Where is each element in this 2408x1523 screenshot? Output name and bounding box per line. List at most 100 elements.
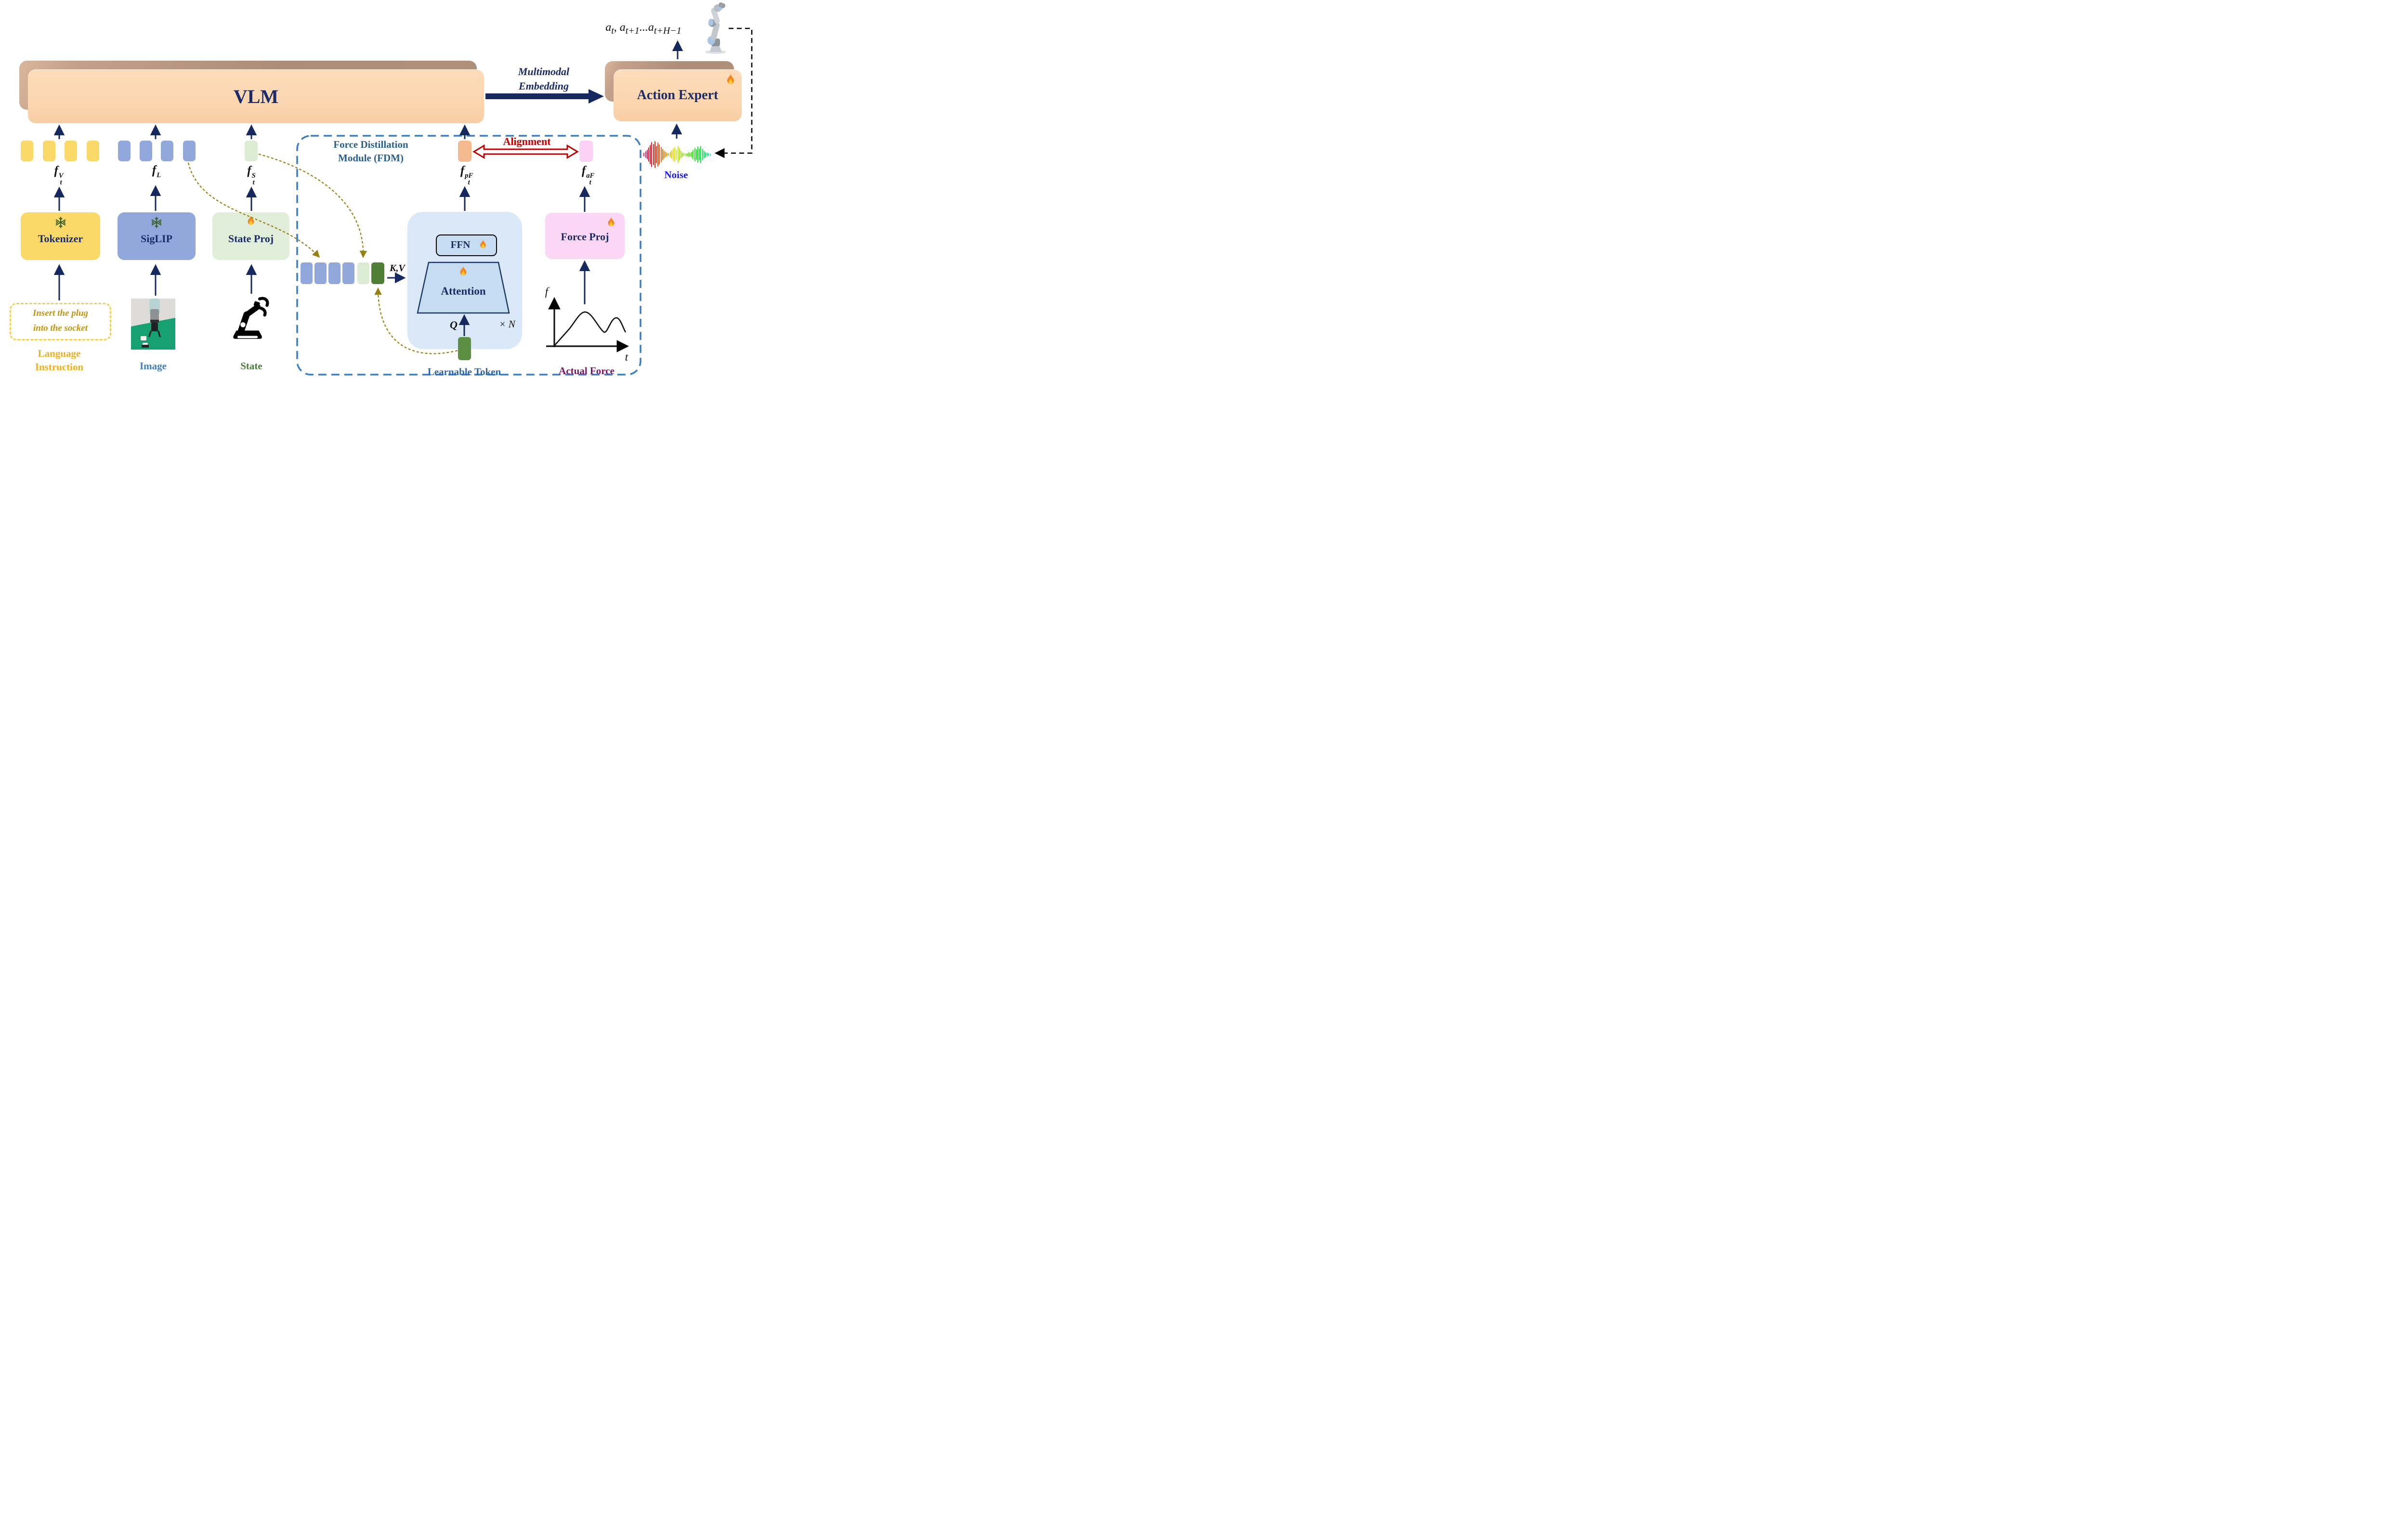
noise-bar: [665, 152, 667, 157]
learnable-token-label: Learnable Token: [427, 366, 501, 377]
visual-token: [87, 141, 99, 161]
noise-bar: [643, 153, 645, 156]
language-label-line2: Instruction: [35, 361, 84, 373]
fdm-state-token: [357, 262, 369, 284]
noise-bar: [677, 146, 679, 163]
noise-bar: [668, 153, 669, 156]
architecture-diagram: VLM Action Expert Multimodal Embedding a…: [0, 0, 755, 387]
noise-bar: [690, 153, 691, 156]
actual-force-graph: [546, 297, 629, 352]
multimodal-line1: Multimodal: [518, 65, 570, 78]
visual-token: [65, 141, 77, 161]
noise-bar: [682, 152, 683, 157]
tokenizer-box: Tokenizer: [21, 212, 100, 260]
noise-bar: [646, 150, 648, 159]
fdm-language-token: [328, 262, 340, 284]
camera-image: [131, 299, 175, 350]
noise-bar: [655, 146, 657, 163]
multimodal-embedding-label: Multimodal Embedding: [498, 65, 589, 93]
robot-arm-image: [699, 1, 729, 55]
background-shapes: [296, 135, 641, 376]
flame-icon: [478, 239, 488, 251]
noise-bar: [691, 152, 693, 157]
instruction-line2: into the socket: [33, 323, 88, 333]
visual-token: [43, 141, 55, 161]
actual-force-token: [579, 141, 593, 162]
siglip-label: SigLIP: [140, 233, 173, 245]
noise-bar: [645, 151, 646, 158]
learnable-token: [458, 337, 471, 360]
fdm-language-token: [314, 262, 327, 284]
noise-bar: [662, 149, 663, 160]
flame-icon: [725, 74, 736, 87]
state-proj-label: State Proj: [228, 233, 274, 245]
predicted-force-token: [458, 141, 471, 162]
action-expert-front-face: Action Expert: [614, 69, 742, 121]
actual-force-label: Actual Force: [559, 365, 615, 377]
multimodal-line2: Embedding: [519, 80, 569, 92]
noise-bar: [673, 148, 674, 161]
noise-bar: [663, 151, 665, 158]
fdm-title-line2: Module (FDM): [338, 152, 404, 164]
noise-bar: [650, 145, 651, 164]
action-expert-label: Action Expert: [637, 88, 719, 103]
noise-bar: [702, 149, 703, 160]
noise-bar: [697, 146, 699, 163]
noise-bar: [671, 150, 672, 159]
vlm-label: VLM: [233, 85, 279, 107]
fdm-force-query-token: [371, 262, 384, 284]
noise-bar: [657, 143, 659, 167]
noise-bar: [653, 144, 654, 165]
flame-icon: [458, 266, 469, 278]
state-robot-icon: [225, 296, 272, 343]
image-input-label: Image: [140, 360, 167, 372]
noise-bar: [700, 146, 702, 163]
vlm-front-face: VLM: [28, 69, 484, 123]
noise-bar: [648, 147, 650, 162]
noise-bar: [688, 152, 689, 157]
repeat-count-label: × N: [499, 318, 515, 330]
snowflake-icon: [54, 216, 67, 229]
noise-bar: [709, 153, 711, 156]
noise-bar: [685, 153, 686, 156]
ffn-box: FFN: [436, 234, 497, 256]
noise-bar: [695, 149, 697, 160]
noise-bar: [676, 149, 677, 160]
state-token: [245, 141, 258, 161]
noise-bar: [651, 142, 653, 167]
noise-bar: [674, 147, 676, 162]
snowflake-icon: [150, 216, 163, 229]
language-token: [161, 141, 173, 161]
noise-bar: [705, 152, 706, 157]
flame-icon: [246, 215, 256, 228]
force-proj-box: Force Proj: [545, 213, 625, 259]
noise-bar: [703, 151, 705, 158]
output-actions-formula: at, at+1...at+H−1: [605, 21, 681, 36]
noise-bar: [660, 147, 662, 162]
noise-label: Noise: [664, 169, 688, 181]
noise-bar: [686, 153, 688, 156]
noise-bar: [683, 153, 685, 156]
attention-label: Attention: [441, 285, 486, 297]
flame-icon: [606, 217, 616, 229]
language-token: [118, 141, 131, 161]
q-label: Q: [450, 319, 458, 331]
alignment-label: Alignment: [503, 135, 551, 147]
kv-label: K,V: [390, 263, 405, 273]
noise-bar: [693, 150, 694, 159]
noise-bar: [654, 141, 655, 168]
noise-bar: [659, 144, 660, 165]
ffn-label: FFN: [450, 239, 471, 250]
noise-bar: [669, 152, 671, 157]
state-input-label: State: [240, 360, 262, 372]
noise-bar: [708, 153, 709, 156]
noise-bar: [679, 148, 680, 161]
connector-overlay: [53, 27, 753, 354]
fdm-language-token: [301, 262, 313, 284]
fdm-language-token: [342, 262, 354, 284]
fdm-title-line1: Force Distillation: [333, 139, 408, 150]
